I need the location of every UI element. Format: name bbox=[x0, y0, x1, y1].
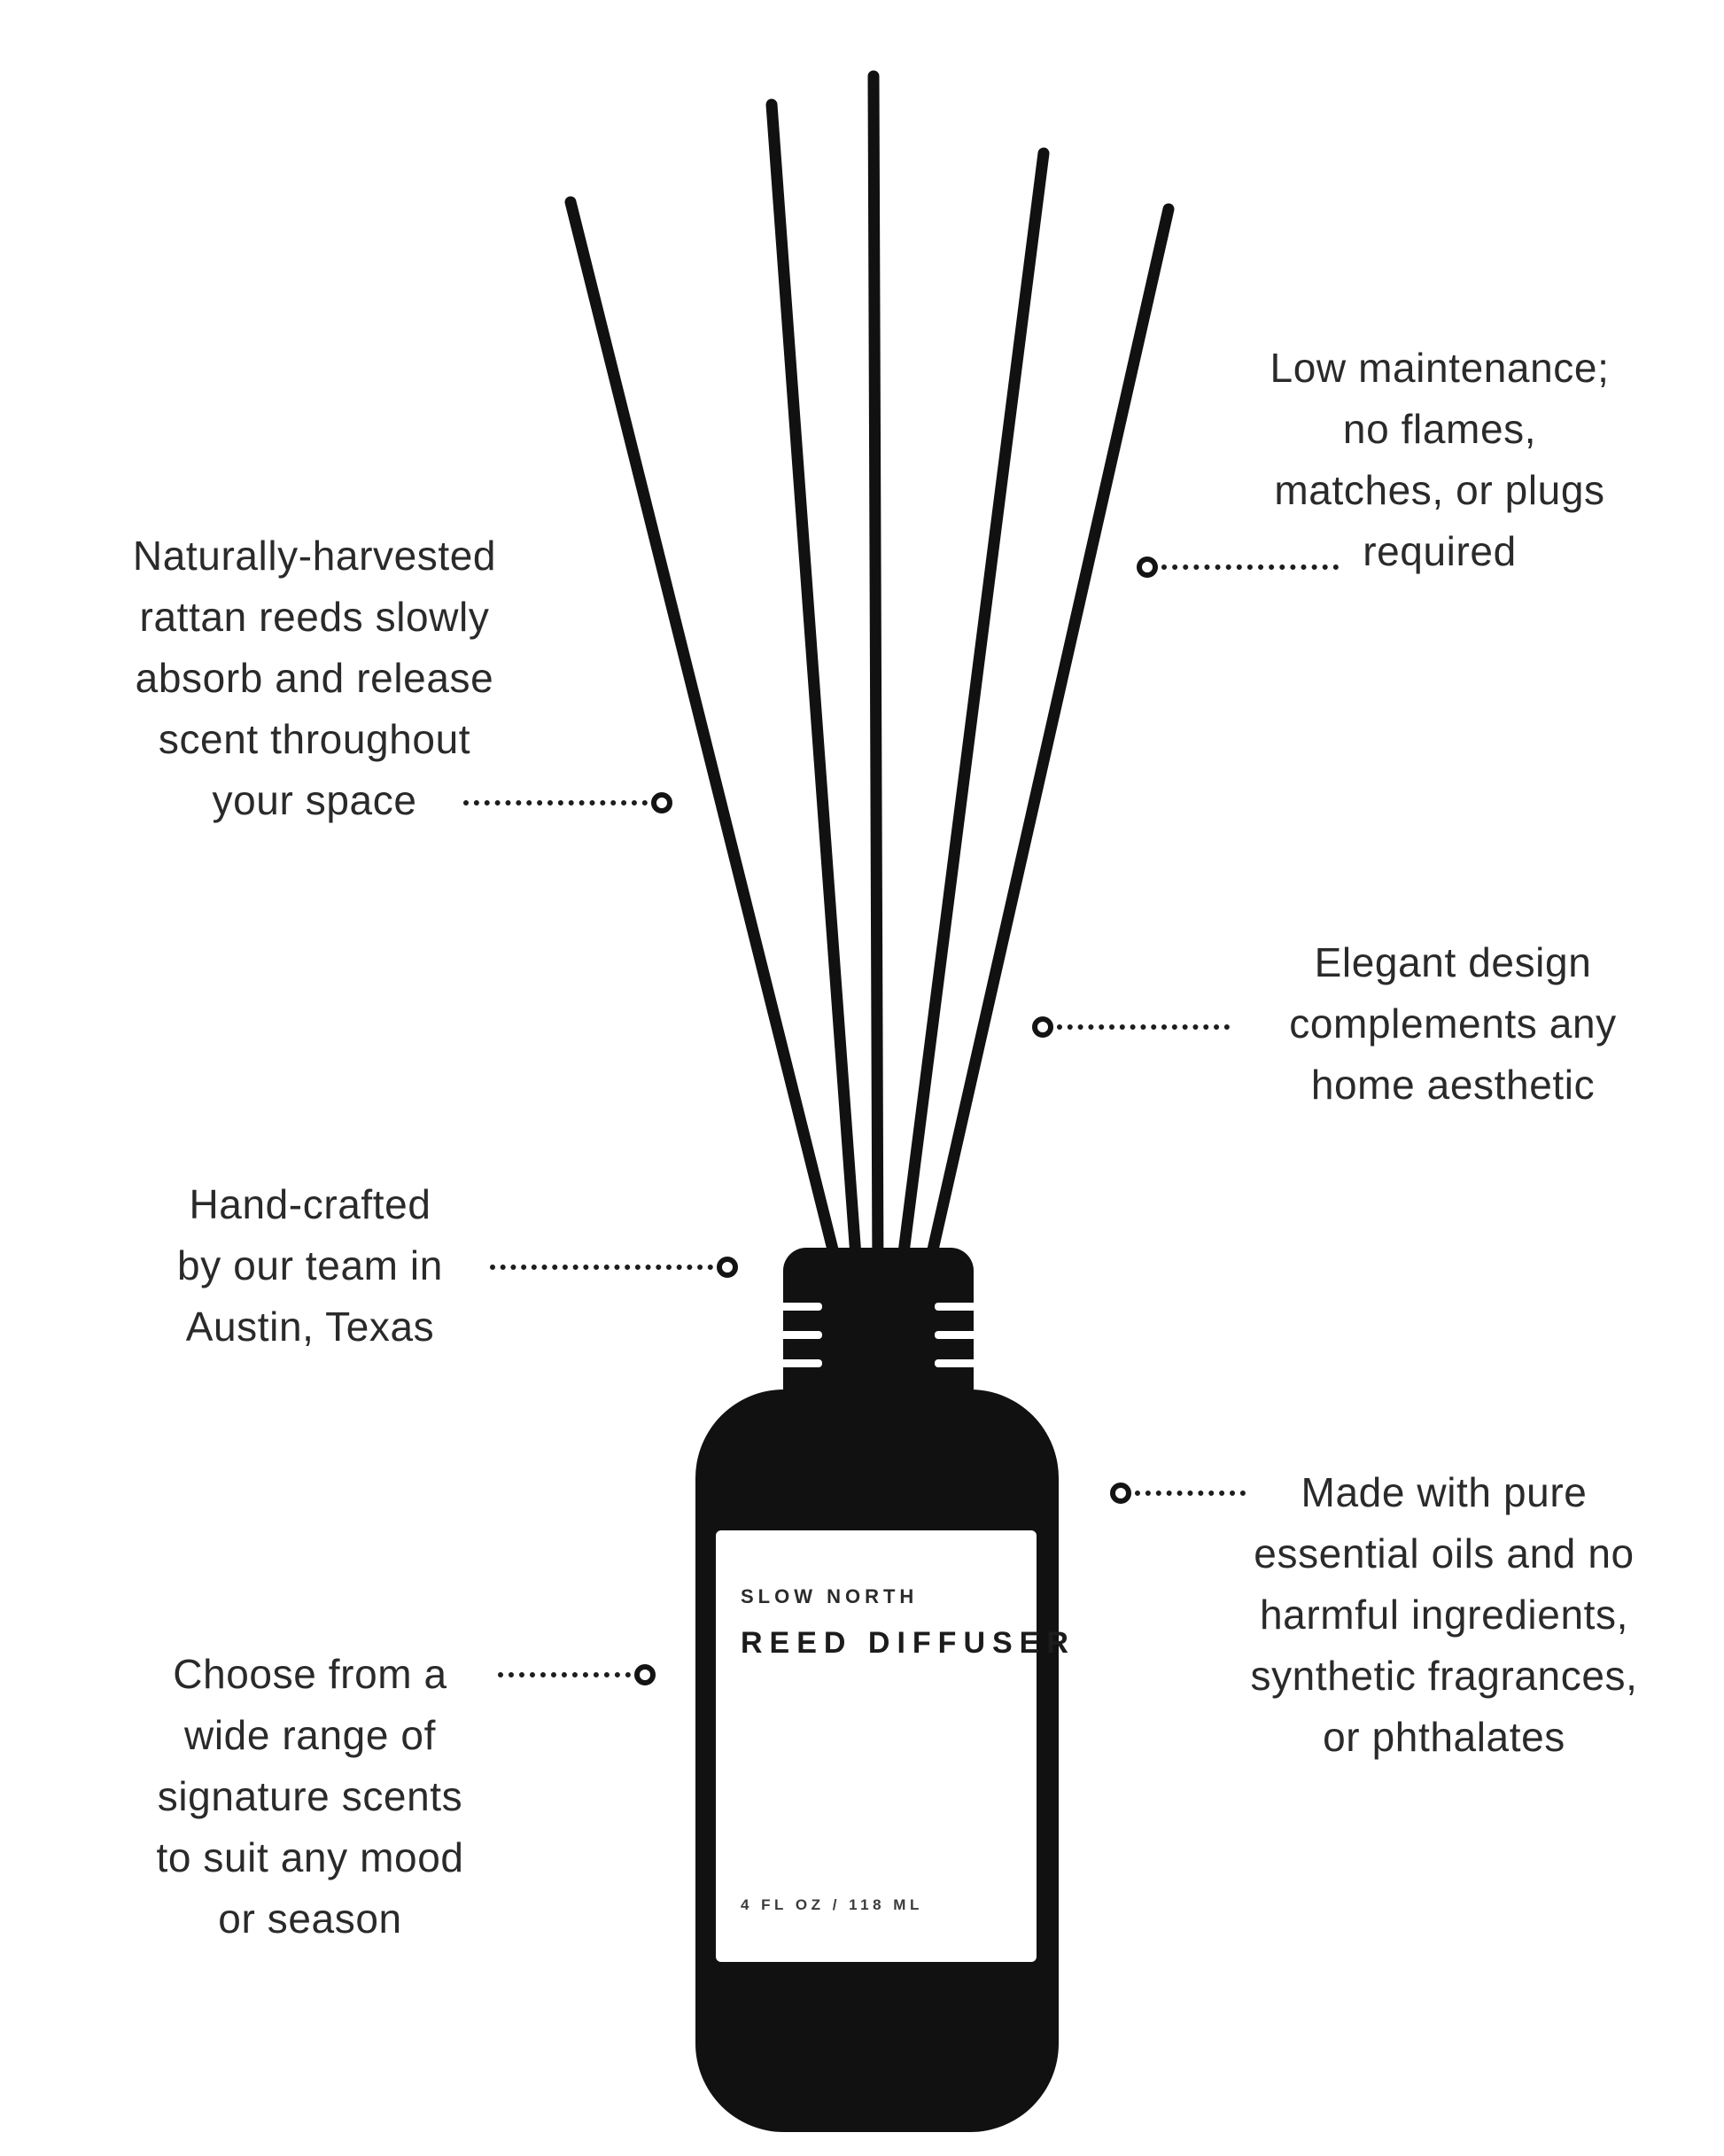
dotted-line bbox=[490, 1265, 713, 1270]
callout-line: Hand-crafted bbox=[189, 1181, 431, 1227]
callout-line: signature scents bbox=[157, 1773, 463, 1819]
leader-scent-range bbox=[498, 1663, 659, 1686]
callout-line: scent throughout bbox=[158, 716, 471, 762]
callout-line: wide range of bbox=[184, 1712, 436, 1758]
callout-line: Naturally-harvested bbox=[132, 533, 497, 579]
volume-text: 4 FL OZ / 118 ML bbox=[741, 1896, 923, 1913]
callout-pure-oils: Made with pure essential oils and no har… bbox=[1214, 1462, 1674, 1768]
dotted-line bbox=[498, 1672, 631, 1677]
connector-dot-icon bbox=[1137, 557, 1158, 578]
dotted-line bbox=[1057, 1024, 1230, 1030]
dotted-line bbox=[1161, 564, 1339, 570]
callout-line: rattan reeds slowly bbox=[139, 594, 490, 640]
brand-text: SLOW NORTH bbox=[741, 1585, 919, 1607]
callout-line: Choose from a bbox=[173, 1651, 447, 1697]
bottle-neck bbox=[783, 1248, 974, 1412]
connector-dot-icon bbox=[717, 1257, 738, 1278]
connector-dot-icon bbox=[1110, 1483, 1131, 1504]
callout-line: Austin, Texas bbox=[185, 1304, 435, 1350]
product-text: REED DIFFUSER bbox=[741, 1626, 1076, 1660]
callout-line: Made with pure bbox=[1301, 1469, 1588, 1515]
callout-line: essential oils and no bbox=[1254, 1530, 1635, 1576]
callout-line: synthetic fragrances, bbox=[1250, 1653, 1638, 1699]
connector-dot-icon bbox=[634, 1664, 656, 1685]
bottle-label: SLOW NORTH REED DIFFUSER 4 FL OZ / 118 M… bbox=[716, 1530, 1068, 1962]
dotted-line bbox=[463, 800, 648, 806]
callout-line: harmful ingredients, bbox=[1260, 1592, 1628, 1638]
callout-line: home aesthetic bbox=[1310, 1062, 1596, 1108]
callout-line: or phthalates bbox=[1323, 1714, 1565, 1760]
callout-line: Elegant design bbox=[1314, 939, 1592, 985]
callout-elegant-design: Elegant design complements any home aest… bbox=[1231, 932, 1674, 1116]
callout-line: Low maintenance; bbox=[1270, 345, 1610, 391]
callout-line: to suit any mood bbox=[156, 1834, 464, 1880]
connector-dot-icon bbox=[651, 792, 672, 813]
reed-line bbox=[765, 98, 864, 1287]
reed-line bbox=[894, 147, 1050, 1287]
connector-dot-icon bbox=[1032, 1016, 1053, 1038]
reed-line bbox=[919, 203, 1175, 1291]
leader-low-maintenance bbox=[1133, 556, 1339, 579]
callout-hand-crafted: Hand-crafted by our team in Austin, Texa… bbox=[84, 1174, 536, 1358]
callout-line: matches, or plugs bbox=[1274, 467, 1605, 513]
callout-rattan-reeds: Naturally-harvested rattan reeds slowly … bbox=[89, 525, 540, 831]
callout-line: or season bbox=[218, 1895, 402, 1942]
leader-hand-crafted bbox=[490, 1256, 742, 1279]
reed-line bbox=[564, 196, 848, 1291]
callout-line: absorb and release bbox=[135, 655, 494, 701]
neck-thread-ribs bbox=[780, 1303, 977, 1367]
callout-scent-range: Choose from a wide range of signature sc… bbox=[84, 1644, 536, 1950]
callout-line: complements any bbox=[1289, 1000, 1617, 1047]
dotted-line bbox=[1135, 1491, 1246, 1496]
callout-line: by our team in bbox=[177, 1242, 443, 1288]
callout-line: your space bbox=[212, 777, 417, 823]
callout-line: no flames, bbox=[1342, 406, 1537, 452]
callout-line: required bbox=[1363, 528, 1517, 574]
leader-elegant-design bbox=[1029, 1016, 1230, 1039]
leader-pure-oils bbox=[1107, 1482, 1246, 1505]
callout-low-maintenance: Low maintenance; no flames, matches, or … bbox=[1218, 338, 1661, 582]
leader-rattan-reeds bbox=[463, 791, 676, 814]
reed-line bbox=[867, 70, 884, 1287]
